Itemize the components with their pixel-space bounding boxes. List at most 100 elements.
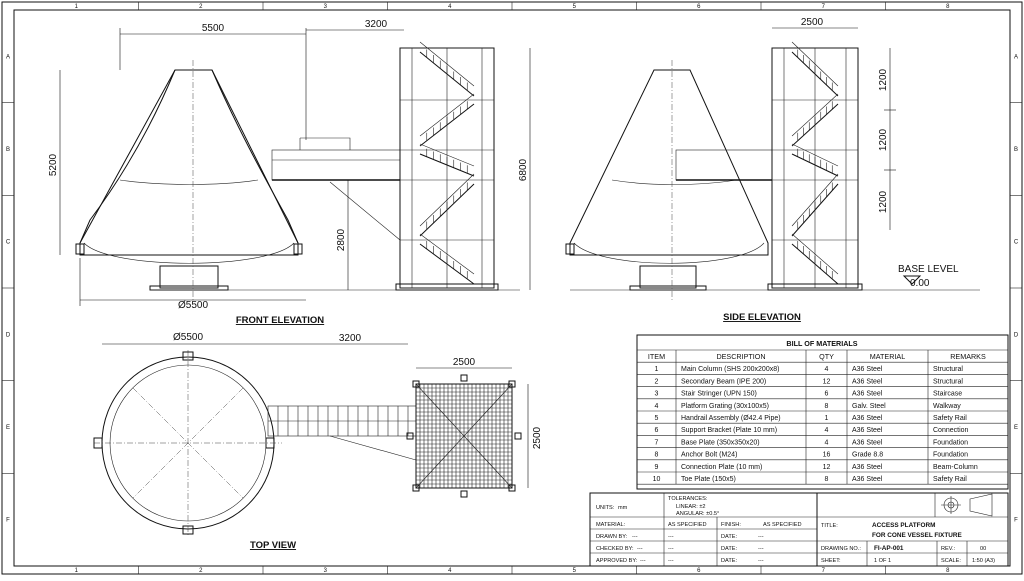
tower-column-marker — [406, 432, 414, 440]
bom-cell: Structural — [933, 366, 963, 373]
grid-row-A-left: A — [6, 54, 10, 60]
grid-col-8-top: 8 — [946, 4, 950, 10]
bom-cell: Walkway — [933, 403, 961, 410]
grid-row-F-right: F — [1014, 518, 1018, 524]
base-level-value: 0.00 — [910, 278, 930, 289]
side-vessel-bottom-head — [573, 242, 765, 264]
dim-top-platform-length: 3200 — [339, 333, 362, 344]
grid-row-D-left: D — [6, 332, 11, 338]
grid-col-5-bottom: 5 — [573, 568, 577, 574]
tol-angular: ANGULAR: ±0.5° — [676, 511, 719, 517]
checked-date-label: DATE: — [721, 546, 738, 552]
tower-column-marker — [460, 374, 468, 382]
bom-cell: A36 Steel — [852, 378, 883, 385]
bom-header-3: MATERIAL — [870, 352, 905, 361]
approved-date-label: DATE: — [721, 558, 738, 564]
bom-cell: Anchor Bolt (M24) — [681, 452, 737, 459]
dim-top-tower-depth: 2500 — [532, 426, 543, 449]
scale-label: SCALE: — [941, 558, 961, 564]
rev-value: 00 — [980, 546, 986, 552]
grid-col-2-bottom: 2 — [199, 568, 203, 574]
front-vessel-bottom-head — [83, 242, 295, 264]
bom-cell: 6 — [655, 427, 659, 434]
view-label-top: TOP VIEW — [250, 540, 296, 551]
bom-cell: Secondary Beam (IPE 200) — [681, 378, 766, 385]
bom-cell: Base Plate (350x350x20) — [681, 439, 760, 446]
drawn-by-sign: --- — [668, 534, 674, 540]
checked-by-value: --- — [637, 546, 643, 552]
bom-cell: 6 — [825, 391, 829, 398]
base-level-label: BASE LEVEL — [898, 264, 959, 275]
top-tower-diag-2 — [415, 383, 513, 489]
drawing-no-value: FI-AP-001 — [874, 545, 904, 552]
grid-col-1-top: 1 — [75, 4, 79, 10]
grid-col-4-bottom: 4 — [448, 568, 452, 574]
grid-col-4-top: 4 — [448, 4, 452, 10]
view-label-side: SIDE ELEVATION — [723, 312, 801, 323]
bom-cell: A36 Steel — [852, 415, 883, 422]
side-vessel-outline — [569, 69, 769, 256]
bom-cell: Foundation — [933, 439, 968, 446]
front-vessel-left-edge — [79, 69, 176, 244]
bom-cell: 8 — [825, 476, 829, 483]
bom-header-4: REMARKS — [950, 352, 986, 361]
bom-cell: Platform Grating (30x100x5) — [681, 403, 769, 410]
bill-of-materials: BILL OF MATERIALS ITEM DESCRIPTION QTY MATE… — [636, 334, 1009, 490]
bom-cell: 7 — [655, 439, 659, 446]
side-vessel-seam — [611, 179, 737, 185]
grid-row-F-left: F — [6, 518, 10, 524]
bom-cell: 4 — [655, 403, 659, 410]
grid-row-D-right: D — [1014, 332, 1019, 338]
approved-by-sign: --- — [668, 558, 674, 564]
front-platform-handle — [299, 137, 351, 150]
tol-linear: LINEAR: ±2 — [676, 504, 706, 510]
drawn-date-label: DATE: — [721, 534, 738, 540]
checked-date-value: --- — [758, 546, 764, 552]
grid-col-7-bottom: 7 — [822, 568, 826, 574]
rev-label: REV.: — [941, 546, 956, 552]
top-lug-s — [182, 525, 194, 535]
front-vessel-seam — [119, 179, 259, 185]
tower-column-marker — [412, 380, 420, 388]
front-platform-railing — [271, 149, 401, 181]
tower-column-marker — [508, 484, 516, 492]
bom-cell: 9 — [655, 464, 659, 471]
bom-header-1: DESCRIPTION — [716, 352, 765, 361]
bom-cell: Galv. Steel — [852, 403, 886, 410]
grid-row-B-right: B — [1014, 147, 1018, 153]
third-angle-projection-icon — [941, 493, 993, 517]
grid-col-7-top: 7 — [822, 4, 826, 10]
bom-header-2: QTY — [819, 352, 834, 361]
bom-cell: Structural — [933, 378, 963, 385]
bom-cell: A36 Steel — [852, 366, 883, 373]
dim-top-vessel-diameter: Ø5500 — [173, 332, 203, 343]
bom-cell: 12 — [823, 464, 831, 471]
grid-col-6-bottom: 6 — [697, 568, 701, 574]
front-vessel-support — [159, 265, 219, 289]
front-vessel-right-edge — [211, 69, 299, 244]
dim-side-level-1: 1200 — [878, 68, 889, 91]
title-block-frame — [589, 492, 1009, 567]
front-elevation: 5500 3200 5200 2800 6800 Ø5500 FRONT ELE… — [48, 19, 531, 326]
side-vessel-support — [639, 265, 697, 289]
grid-row-B-left: B — [6, 147, 10, 153]
bom-title: BILL OF MATERIALS — [786, 339, 857, 348]
bom-cell: Handrail Assembly (Ø42.4 Pipe) — [681, 415, 781, 422]
finish-label: FINISH: — [721, 522, 741, 528]
sheet-label: SHEET: — [821, 558, 841, 564]
top-lug-n — [182, 351, 194, 361]
bom-cell: 10 — [653, 476, 661, 483]
bom-header-0: ITEM — [648, 352, 665, 361]
front-platform-brace — [329, 181, 401, 241]
front-tower-stair-detail — [400, 41, 494, 289]
approved-by-value: --- — [640, 558, 646, 564]
bom-cell: A36 Steel — [852, 427, 883, 434]
grid-col-6-top: 6 — [697, 4, 701, 10]
bom-cell: Grade 8.8 — [852, 452, 883, 459]
checked-by-label: CHECKED BY: — [596, 546, 634, 552]
drawn-by-value: --- — [632, 534, 638, 540]
dim-front-vessel-height: 5200 — [48, 153, 59, 176]
dim-top-tower-width: 2500 — [453, 357, 476, 368]
grid-col-8-bottom: 8 — [946, 568, 950, 574]
